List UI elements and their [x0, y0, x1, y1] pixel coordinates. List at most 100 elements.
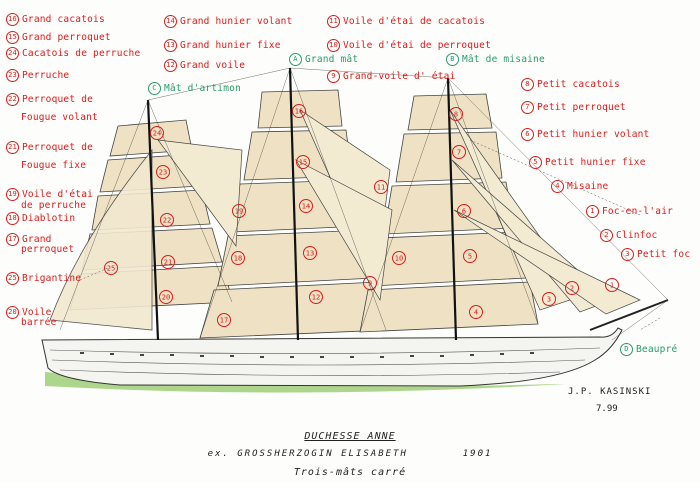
sail-number-text: 19 [235, 208, 243, 216]
sail-number-circle [160, 213, 174, 227]
sail-number-circle [449, 107, 463, 121]
part-name: barrée [21, 317, 57, 328]
sail-number-circle [303, 246, 317, 260]
part-label: Fougue fixe [6, 161, 86, 171]
sail-number-circle [363, 276, 377, 290]
sail-number-circle [159, 290, 173, 304]
sail-number-circle [374, 180, 388, 194]
part-name: Voile d'étai de perroquet [343, 40, 491, 51]
masts [146, 67, 458, 341]
sail-number-marker: 24 [150, 126, 164, 140]
sail-number-circle [542, 292, 556, 306]
part-number-badge: C [148, 82, 161, 95]
portholes [80, 352, 534, 358]
sail-number-text: 9 [368, 280, 372, 288]
part-name: Perruche [22, 70, 70, 81]
sail-number-marker: 3 [542, 292, 556, 306]
sail-number-marker: 14 [299, 199, 313, 213]
sail-number-text: 12 [312, 294, 320, 302]
sail-number-text: 22 [163, 217, 171, 225]
caption-former-name: ex. GROSSHERZOGIN ELISABETH 1901 [0, 449, 700, 459]
part-number-badge: D [620, 343, 633, 356]
part-number-badge: 4 [551, 180, 564, 193]
sail-number-circle [156, 165, 170, 179]
part-number-badge: 10 [327, 39, 340, 52]
part-number-badge: B [446, 53, 459, 66]
sail-number-marker: 16 [292, 104, 306, 118]
sail-number-marker: 1 [605, 278, 619, 292]
sail-number-text: 6 [462, 208, 466, 216]
sail-number-circle [463, 249, 477, 263]
hull [41, 327, 623, 387]
sail-number-marker: 7 [452, 145, 466, 159]
part-name: Mât d'artimon [164, 83, 241, 94]
sail-number-marker: 25 [104, 261, 118, 275]
part-name: Grand voile [180, 60, 246, 71]
part-number-badge: 2 [600, 229, 613, 242]
sail-number-text: 15 [299, 159, 307, 167]
part-name: de perruche [21, 200, 87, 211]
sail-number-circle [292, 104, 306, 118]
part-number-badge: A [289, 53, 302, 66]
hull-planking [49, 347, 601, 376]
sail-number-text: 16 [295, 108, 303, 116]
part-label: de perruche [6, 201, 86, 211]
part-number-badge: 8 [521, 78, 534, 91]
sail-number-marker: 5 [463, 249, 477, 263]
part-number-badge: 17 [6, 233, 19, 246]
sail-number-marker: 10 [392, 251, 406, 265]
sail-number-marker: 20 [159, 290, 173, 304]
sail-number-text: 5 [468, 253, 472, 261]
part-name: Grand cacatois [22, 14, 105, 25]
part-number-badge: 23 [6, 69, 19, 82]
part-number-badge: 16 [6, 13, 19, 26]
part-name: Mât de misaine [462, 54, 545, 65]
sail-number-circle [150, 126, 164, 140]
part-number-badge: 6 [521, 128, 534, 141]
sail-number-circle [161, 255, 175, 269]
part-name: Grand hunier fixe [180, 40, 281, 51]
sail-number-text: 2 [570, 285, 574, 293]
sail-number-marker: 21 [161, 255, 175, 269]
caption-rig-type: Trois-mâts carré [0, 467, 700, 478]
signature-date: 7.99 [596, 404, 618, 414]
part-name: Foc-en-l'air [602, 206, 674, 217]
signature-name: J.P. KASINSKI [568, 387, 652, 397]
sail-number-marker: 4 [469, 305, 483, 319]
part-number-badge: 18 [6, 212, 19, 225]
mizzen-sails [49, 119, 233, 331]
sail-number-text: 14 [302, 203, 310, 211]
sail-number-marker: 23 [156, 165, 170, 179]
part-number-badge: 13 [164, 39, 177, 52]
part-name: Grand-voile d' étai [343, 71, 456, 82]
sail-number-marker: 15 [296, 155, 310, 169]
sail-number-text: 18 [234, 255, 242, 263]
waterline [45, 372, 565, 393]
sail-number-text: 13 [306, 250, 314, 258]
part-number-badge: 3 [621, 248, 634, 261]
sail-number-circle [457, 204, 471, 218]
part-name: Grand perroquet [22, 32, 111, 43]
sail-number-text: 17 [220, 317, 228, 325]
sail-number-marker: 18 [231, 251, 245, 265]
